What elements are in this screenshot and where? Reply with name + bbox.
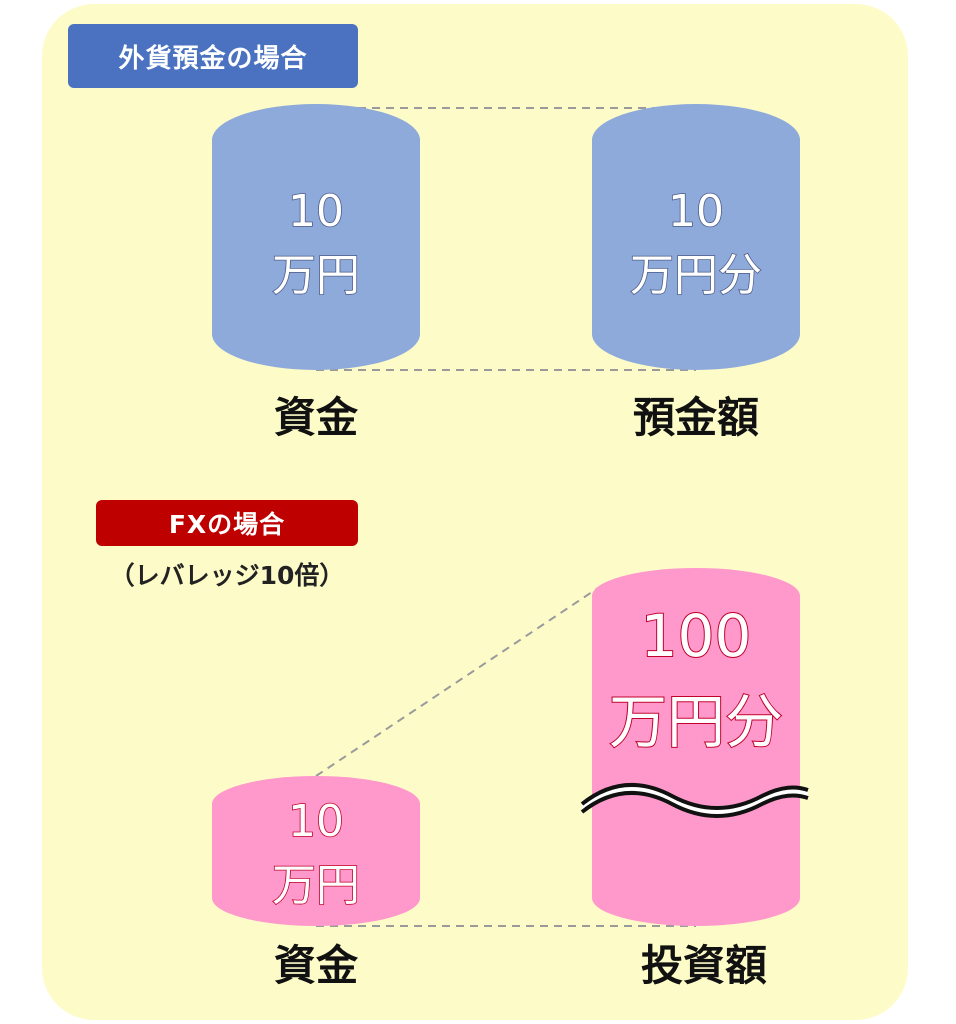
- guide-line-diagonal: [315, 587, 599, 777]
- fx-investment-amount: 100: [641, 602, 752, 670]
- fx-investment-unit: 万円分: [609, 688, 783, 756]
- deposit-capital-cylinder: 10 万円: [212, 104, 420, 370]
- deposit-section-label: 外貨預金の場合: [68, 24, 358, 88]
- fx-capital-cylinder: 10 万円: [212, 776, 420, 926]
- deposit-capital-caption: 資金: [274, 393, 359, 442]
- deposit-amount-cylinder: 10 万円分: [592, 104, 800, 370]
- leverage-note: （レバレッジ10倍）: [109, 561, 345, 590]
- deposit-amount-value: 10: [668, 186, 724, 237]
- break-mark-icon: [580, 782, 809, 818]
- fx-capital-unit: 万円: [272, 860, 360, 911]
- deposit-amount-caption: 預金額: [633, 393, 759, 442]
- fx-investment-caption: 投資額: [641, 941, 767, 990]
- deposit-capital-amount: 10: [288, 186, 344, 237]
- deposit-amount-unit: 万円分: [630, 250, 762, 301]
- fx-section-label: FXの場合: [96, 500, 358, 546]
- fx-capital-amount: 10: [288, 796, 344, 847]
- fx-capital-caption: 資金: [274, 941, 359, 990]
- fx-investment-cylinder: 100 万円分: [592, 568, 800, 926]
- deposit-capital-unit: 万円: [272, 250, 360, 301]
